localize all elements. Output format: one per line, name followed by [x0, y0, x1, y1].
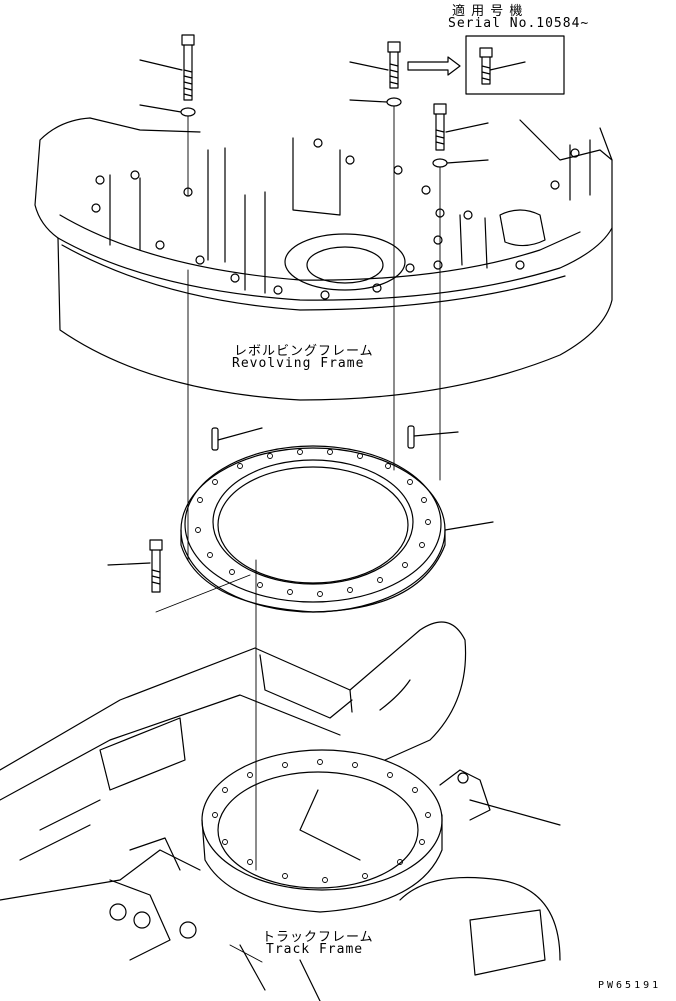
track-frame-holes [212, 759, 431, 883]
dowel-pin-right [407, 425, 459, 449]
bolt-center-top [349, 41, 401, 89]
bolt-left-top [139, 34, 195, 101]
revolving-frame-label-en: Revolving Frame [232, 356, 365, 371]
revolving-frame [34, 117, 613, 401]
variant-bolt-box [465, 35, 565, 95]
track-frame-label-en: Track Frame [266, 942, 364, 957]
arrow-to-variant [407, 56, 461, 76]
serial-number-label: Serial No.10584~ [448, 16, 590, 31]
dowel-pin-left [211, 427, 263, 451]
label-leaders [229, 944, 263, 963]
washer-center [349, 97, 402, 107]
washer-left [139, 104, 196, 117]
track-frame-label-jp: トラックフレーム [262, 930, 374, 945]
swing-circle-holes [195, 449, 431, 597]
alignment-lines [155, 105, 441, 871]
swing-circle [180, 445, 494, 613]
bolt-right-top [433, 103, 489, 151]
figure-code: PW65191 [598, 980, 662, 991]
revolving-frame-label-jp: レボルビングフレーム [234, 344, 374, 359]
bolt-swing-circle [107, 539, 163, 593]
applicability-title: 適 用 号 機 [452, 4, 524, 19]
washer-right [432, 158, 489, 168]
